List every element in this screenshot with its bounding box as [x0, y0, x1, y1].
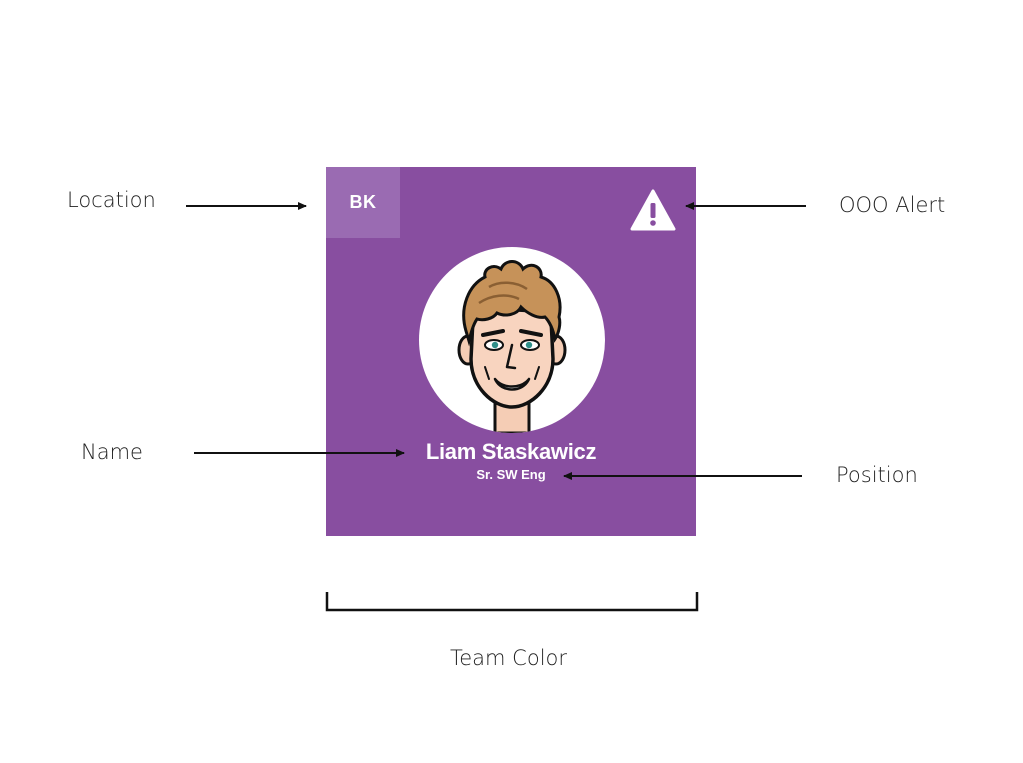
- employee-card[interactable]: BK: [326, 167, 696, 536]
- cartoon-face-avatar: [457, 260, 567, 433]
- team-color-bracket: [325, 592, 699, 612]
- location-badge: BK: [326, 167, 400, 238]
- avatar: [419, 247, 605, 433]
- person-name: Liam Staskawicz: [425, 439, 597, 464]
- callout-label-team-color: Team Color: [450, 646, 568, 670]
- callout-label-name: Name: [81, 440, 143, 464]
- callout-label-ooo-alert: OOO Alert: [839, 193, 946, 217]
- person-position: Sr. SW Eng: [476, 467, 546, 482]
- callout-label-location: Location: [67, 188, 156, 212]
- location-code: BK: [349, 192, 377, 212]
- callout-label-position: Position: [836, 463, 918, 487]
- warning-triangle-icon[interactable]: [630, 189, 676, 231]
